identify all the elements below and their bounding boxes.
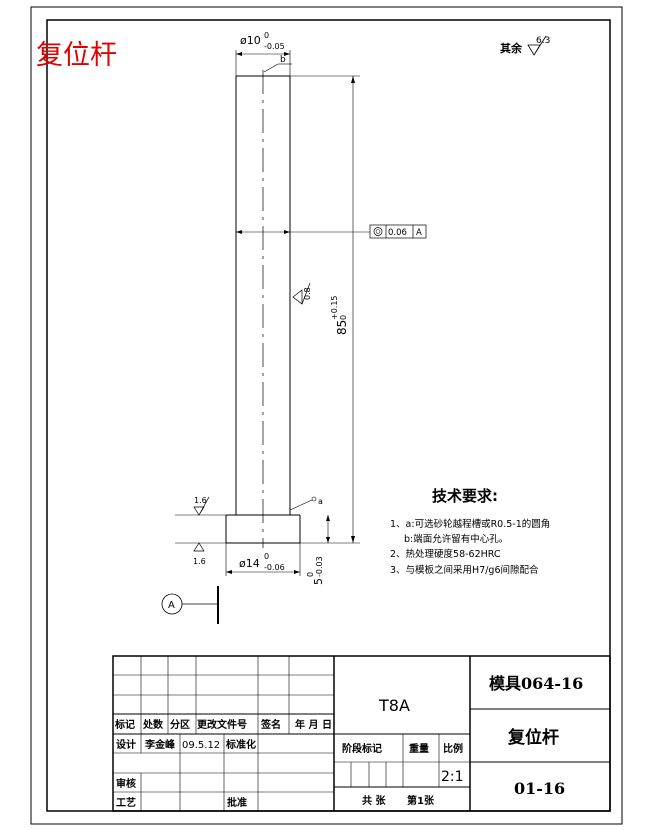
- tb-mark: 标记: [114, 718, 135, 731]
- cylindricity-icon: [373, 227, 383, 236]
- tolerance-frame-datum: A: [416, 228, 422, 238]
- part-title-red: 复位杆: [36, 40, 117, 71]
- head-height-tol-upper: 0: [306, 572, 315, 577]
- datum-a-label: A: [168, 600, 175, 611]
- tb-drawing-group: 模具064-16: [489, 674, 583, 693]
- tb-change-doc: 更改文件号: [197, 718, 247, 731]
- tb-weight: 重量: [409, 742, 429, 755]
- outer-border: [30, 6, 623, 825]
- length-tol-upper: +0.15: [330, 295, 339, 320]
- tb-signature: 签名: [260, 718, 281, 731]
- surface-finish-head: 1.6 1.6: [175, 496, 226, 566]
- tb-designer: 李金峰: [144, 738, 176, 751]
- tb-approve: 批准: [227, 796, 247, 809]
- part-geometry: [225, 70, 317, 548]
- length-main-value: 85: [335, 320, 349, 335]
- surface-rest-label: 其余: [500, 41, 523, 55]
- tolerance-frame-value: 0.06: [388, 228, 407, 238]
- surface-bottom-value: 1.6: [193, 557, 206, 566]
- tb-review: 审核: [116, 777, 136, 790]
- surface-top-value: 1.6: [194, 496, 207, 505]
- tb-sheet-no: 第1张: [407, 794, 435, 807]
- head-diameter-tol-lower: -0.06: [264, 563, 285, 572]
- tb-scale-value: 2:1: [441, 769, 464, 785]
- top-diameter-dimension: ø10 0 -0.05 b: [235, 31, 292, 76]
- top-diameter-tol-upper: 0: [264, 31, 269, 40]
- head-height-value: 5: [312, 578, 325, 585]
- tb-total-sheets: 共 张: [362, 794, 386, 807]
- tolerance-frame-group: 0.06 A: [236, 224, 427, 239]
- chamfer-b-label: b: [280, 55, 286, 65]
- tb-count: 处数: [142, 718, 164, 731]
- tech-requirements: 技术要求: 1、a:可选砂轮越程槽或R0.5-1的圆角 b:端面允许留有中心孔。…: [390, 487, 550, 576]
- tb-drawing-no: 01-16: [514, 779, 565, 798]
- head-diameter-tol-upper: 0: [264, 552, 269, 561]
- surface-finish-side: 0.8: [292, 282, 312, 305]
- top-diameter-value: ø10: [240, 34, 261, 47]
- title-block-text: 标记 处数 分区 更改文件号 签名 年 月 日 设计 李金峰 09.5.12 标…: [114, 674, 583, 809]
- roughness-top-icon: [193, 496, 210, 516]
- surface-finish-rest: 其余 6.3: [500, 35, 550, 56]
- tech-req-heading: 技术要求:: [432, 487, 498, 505]
- surface-side-value: 0.8: [303, 287, 312, 300]
- roughness-side-icon: [292, 282, 311, 305]
- title-block: [112, 655, 611, 812]
- roughness-symbol-icon: [527, 35, 547, 56]
- head-height-dimension: 5 0 -0.03: [306, 515, 330, 585]
- tb-standardize: 标准化: [225, 738, 256, 751]
- head-diameter-value: ø14: [239, 557, 260, 570]
- tb-part-name: 复位杆: [507, 727, 559, 748]
- tech-req-line-3: 2、热处理硬度58-62HRC: [390, 548, 501, 560]
- roughness-bottom-icon: [193, 542, 205, 552]
- length-tol-lower: 0: [339, 315, 348, 320]
- top-diameter-tol-lower: -0.05: [264, 42, 285, 51]
- surface-rest-value: 6.3: [536, 36, 550, 46]
- tech-req-line-2: b:端面允许留有中心孔。: [404, 533, 508, 545]
- tb-date: 年 月 日: [295, 718, 332, 731]
- tb-stage-mark: 阶段标记: [342, 742, 382, 755]
- head-height-tol-lower: -0.03: [315, 556, 324, 577]
- tb-process: 工艺: [116, 796, 136, 809]
- head-diameter-dimension: ø14 0 -0.06: [225, 543, 301, 576]
- corner-a-label: a: [318, 497, 323, 506]
- tech-req-line-1: 1、a:可选砂轮越程槽或R0.5-1的圆角: [390, 518, 550, 530]
- tb-design: 设计: [116, 738, 136, 751]
- datum-a-symbol: A: [161, 586, 219, 624]
- tb-material: T8A: [378, 696, 410, 715]
- length-dimension: 85 +0.15 0: [290, 75, 360, 544]
- tb-zone: 分区: [170, 718, 190, 731]
- tb-design-date: 09.5.12: [182, 740, 220, 751]
- tech-req-line-4: 3、与模板之间采用H7/g6间隙配合: [390, 564, 539, 576]
- tb-scale: 比例: [443, 742, 463, 755]
